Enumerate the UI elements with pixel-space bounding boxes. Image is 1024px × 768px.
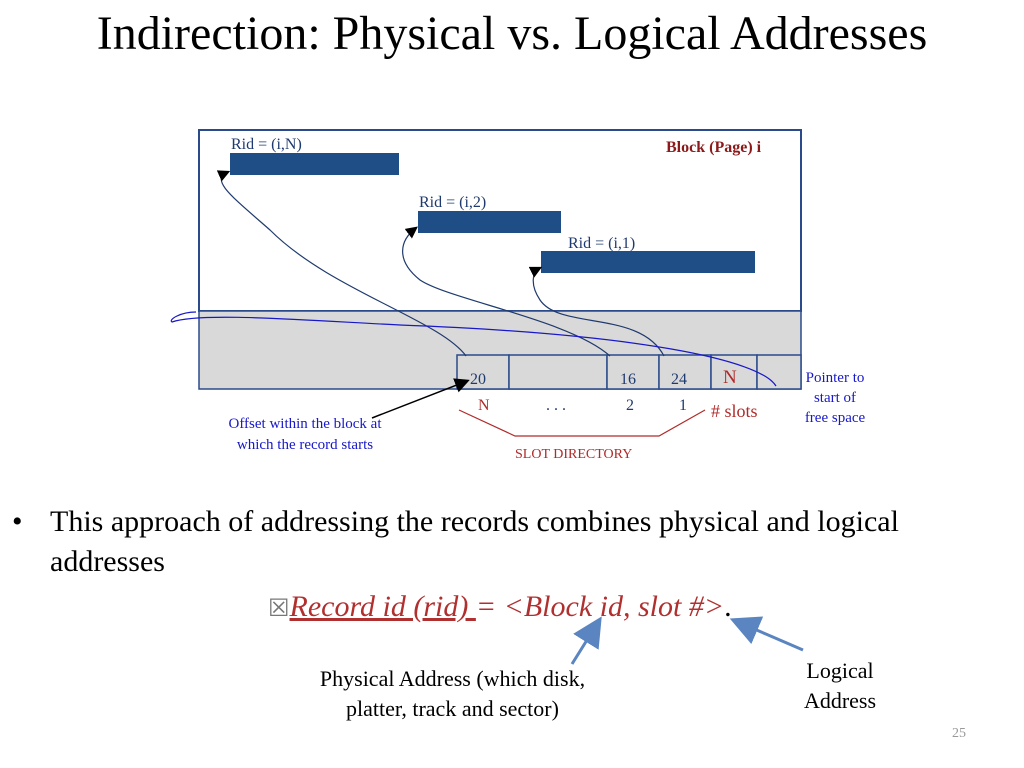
bullet-text: This approach of addressing the records … (50, 505, 899, 578)
logical-address-arrow (729, 616, 804, 652)
slot-number-n: N (478, 397, 490, 414)
slot-directory-label: SLOT DIRECTORY (515, 447, 633, 462)
free-space-pointer (170, 311, 777, 387)
block-label: Block (Page) i (666, 139, 762, 156)
rid-end: . (724, 590, 732, 623)
pointer-slot-2 (402, 226, 611, 357)
slide-title: Indirection: Physical vs. Logical Addres… (96, 7, 928, 60)
bullet-dot: • (12, 505, 23, 538)
rid-value: = <Block id, slot #> (475, 590, 725, 623)
page-number: 25 (952, 726, 966, 741)
record-label-i-n: Rid = (i,N) (231, 136, 302, 153)
record-label-i-1: Rid = (i,1) (568, 235, 636, 252)
envelope-x-icon: ☒ (268, 596, 290, 622)
slot-cell-offset-n: 20 (470, 371, 486, 388)
slot-directory-brace (458, 409, 706, 437)
record-i-1 (541, 251, 755, 273)
offset-note: Offset within the block at which the rec… (228, 416, 382, 453)
slot-cell-offset-1: 24 (671, 371, 687, 388)
logical-address-caption: Logical Address (803, 658, 877, 713)
offset-arrow (371, 378, 470, 419)
free-space-note: Pointer to start of free space (804, 370, 866, 426)
slot-number-1: 1 (679, 397, 687, 414)
record-i-2 (418, 211, 561, 233)
slot-count-cell: N (723, 367, 737, 388)
record-i-n (230, 153, 399, 175)
slot-number-2: 2 (626, 397, 634, 414)
slot-directory-cells (456, 354, 802, 390)
rid-definition: ☒Record id (rid) = <Block id, slot #>. (268, 587, 732, 629)
physical-address-caption: Physical Address (which disk, platter, t… (319, 666, 586, 721)
physical-address-arrow (570, 616, 602, 665)
record-label-i-2: Rid = (i,2) (419, 194, 487, 211)
slot-number-ellipsis: . . . (546, 397, 566, 414)
rid-term: Record id (rid) (289, 590, 476, 623)
num-slots-label: # slots (711, 401, 758, 421)
slot-cell-offset-2: 16 (620, 371, 636, 388)
pointer-slot-1 (528, 266, 665, 357)
pointer-slot-n (216, 170, 467, 357)
